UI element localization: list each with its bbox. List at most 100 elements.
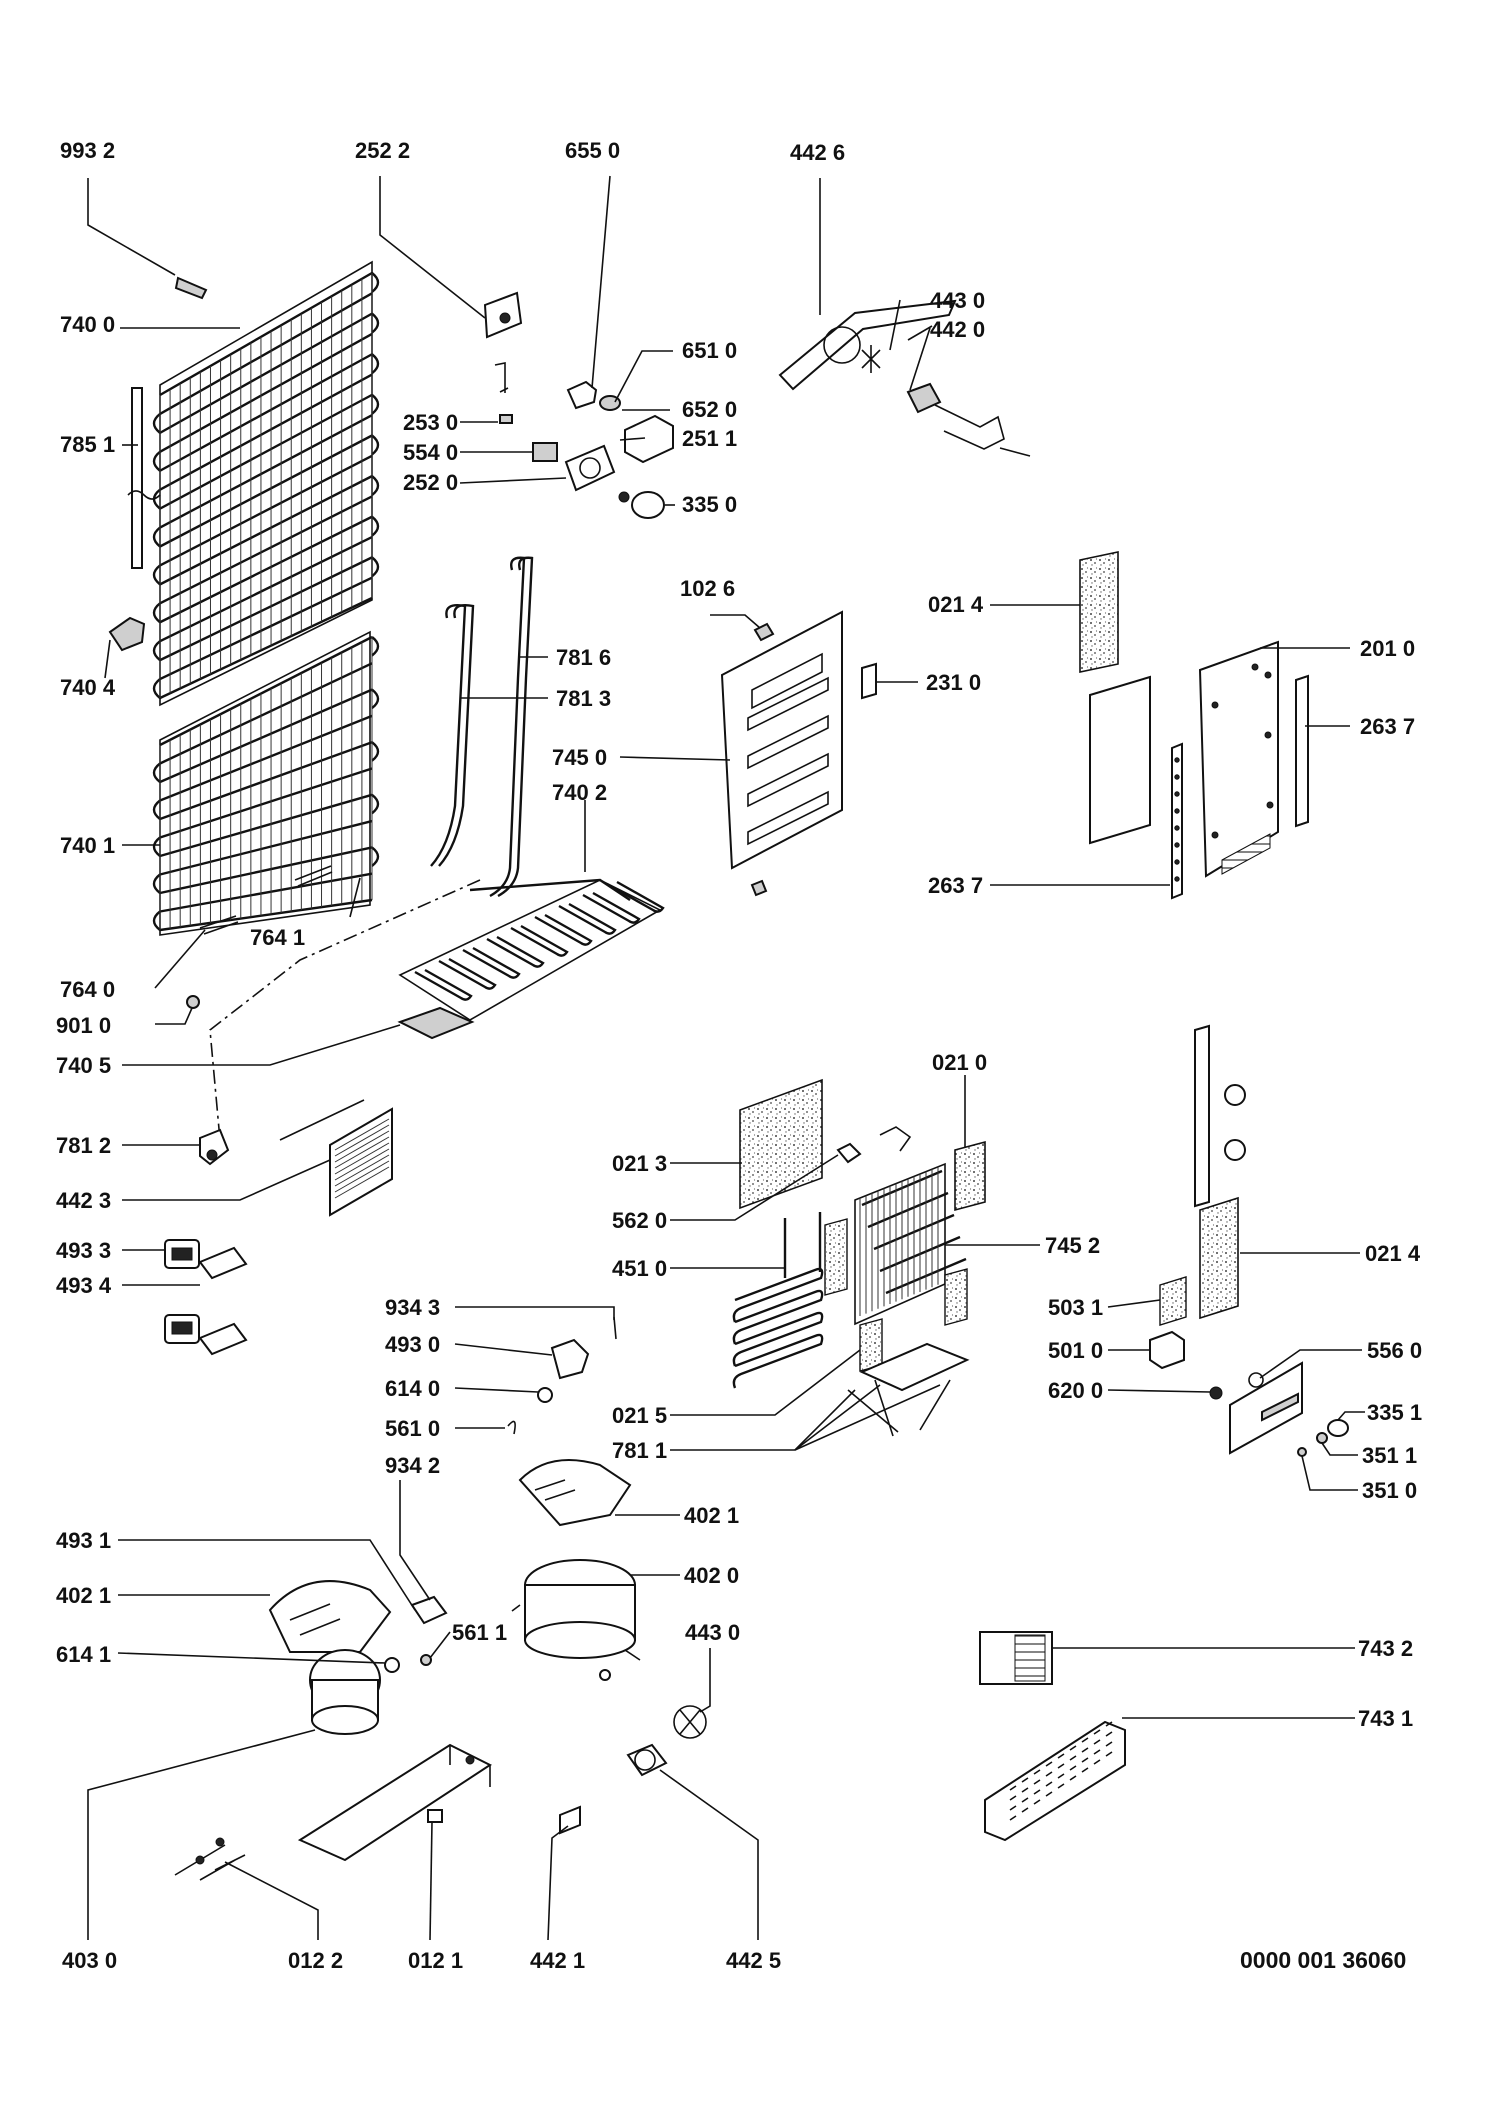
label-740-0: 740 0 bbox=[60, 312, 115, 337]
label-351-1: 351 1 bbox=[1362, 1443, 1417, 1468]
screw-351-1 bbox=[1316, 1432, 1328, 1444]
bracket-252-2 bbox=[483, 291, 523, 339]
label-993-2: 993 2 bbox=[60, 138, 115, 163]
fixings-012-2 bbox=[174, 1837, 246, 1881]
label-556-0: 556 0 bbox=[1367, 1338, 1422, 1363]
clip-561-1 bbox=[420, 1654, 432, 1666]
insulation-503-1 bbox=[1159, 1276, 1187, 1326]
screw-351-0 bbox=[1297, 1447, 1307, 1457]
panel-glass bbox=[1089, 675, 1151, 845]
evaporator-740-2 bbox=[398, 878, 665, 1021]
label-934-3: 934 3 bbox=[385, 1295, 440, 1320]
label-402-0: 402 0 bbox=[684, 1563, 739, 1588]
heater-451-0 bbox=[732, 1212, 824, 1389]
condenser-lower-740-1 bbox=[152, 630, 380, 936]
label-252-2: 252 2 bbox=[355, 138, 410, 163]
part-labels: 993 2 252 2 655 0 442 6 443 0 442 0 740 … bbox=[56, 138, 1422, 1973]
part-561-0 bbox=[507, 1420, 516, 1435]
fan-cover-442-3 bbox=[279, 1099, 393, 1217]
label-493-3: 493 3 bbox=[56, 1238, 111, 1263]
label-493-4: 493 4 bbox=[56, 1273, 112, 1298]
compressor-403-0 bbox=[309, 1649, 381, 1735]
capillary-dashed-line bbox=[209, 879, 481, 1141]
hinge-493-3 bbox=[164, 1239, 200, 1269]
label-102-6: 102 6 bbox=[680, 576, 735, 601]
tube-781-3 bbox=[430, 604, 475, 867]
label-443-0-top: 443 0 bbox=[930, 288, 985, 313]
fan-blade-443-0-top bbox=[861, 345, 881, 373]
label-743-2: 743 2 bbox=[1358, 1636, 1413, 1661]
label-781-2: 781 2 bbox=[56, 1133, 111, 1158]
label-403-0: 403 0 bbox=[62, 1948, 117, 1973]
part-614-0 bbox=[537, 1387, 553, 1403]
part-781-2 bbox=[199, 1128, 230, 1166]
label-402-1-left: 402 1 bbox=[56, 1583, 111, 1608]
rear-panel-201-0 bbox=[1198, 640, 1279, 878]
label-901-0: 901 0 bbox=[56, 1013, 111, 1038]
part-554-0 bbox=[532, 442, 558, 462]
label-442-6: 442 6 bbox=[790, 140, 845, 165]
bracket-764-1 bbox=[294, 865, 333, 887]
bracket-231-0 bbox=[861, 662, 877, 700]
label-561-1: 561 1 bbox=[452, 1620, 507, 1645]
part-934-3 bbox=[613, 1316, 617, 1340]
label-021-4-top: 021 4 bbox=[928, 592, 984, 617]
label-655-0: 655 0 bbox=[565, 138, 620, 163]
label-493-1: 493 1 bbox=[56, 1528, 111, 1553]
label-493-0: 493 0 bbox=[385, 1332, 440, 1357]
rail-263-7-bottom bbox=[1171, 742, 1183, 900]
label-442-3: 442 3 bbox=[56, 1188, 111, 1213]
bracket-442-1 bbox=[559, 1805, 581, 1835]
label-351-0: 351 0 bbox=[1362, 1478, 1417, 1503]
label-012-1: 012 1 bbox=[408, 1948, 463, 1973]
part-651-0-652-0 bbox=[599, 395, 621, 411]
label-231-0: 231 0 bbox=[926, 670, 981, 695]
evaporator-cover-745-0 bbox=[720, 610, 843, 897]
label-021-4-mid: 021 4 bbox=[1365, 1241, 1421, 1266]
label-764-0: 764 0 bbox=[60, 977, 115, 1002]
label-021-5: 021 5 bbox=[612, 1403, 667, 1428]
hinge-493-4 bbox=[198, 1246, 248, 1280]
clip-253-0 bbox=[494, 362, 513, 424]
tube-785-1 bbox=[127, 387, 161, 569]
label-451-0: 451 0 bbox=[612, 1256, 667, 1281]
insulation-021-3 bbox=[739, 1078, 823, 1210]
label-781-6: 781 6 bbox=[556, 645, 611, 670]
relay-493-1 bbox=[410, 1595, 448, 1625]
part-743-1 bbox=[984, 1720, 1126, 1842]
label-012-2: 012 2 bbox=[288, 1948, 343, 1973]
drain-tray-781-1 bbox=[847, 1342, 970, 1437]
label-740-1: 740 1 bbox=[60, 833, 115, 858]
label-745-0: 745 0 bbox=[552, 745, 607, 770]
label-562-0: 562 0 bbox=[612, 1208, 667, 1233]
part-493-0 bbox=[550, 1338, 590, 1380]
label-614-1: 614 1 bbox=[56, 1642, 111, 1667]
compressor-402-0 bbox=[511, 1559, 641, 1681]
base-plate bbox=[297, 1743, 493, 1862]
label-740-4: 740 4 bbox=[60, 675, 116, 700]
leader-lines bbox=[87, 175, 1365, 1941]
label-201-0: 201 0 bbox=[1360, 636, 1415, 661]
insulation-021-0 bbox=[954, 1140, 986, 1212]
label-442-5: 442 5 bbox=[726, 1948, 781, 1973]
insulation-021-4-top bbox=[1079, 551, 1119, 673]
label-021-3: 021 3 bbox=[612, 1151, 667, 1176]
rail-vertical bbox=[1194, 1024, 1246, 1208]
label-764-1: 764 1 bbox=[250, 925, 305, 950]
part-901-0 bbox=[186, 995, 200, 1009]
label-503-1: 503 1 bbox=[1048, 1295, 1103, 1320]
label-335-0: 335 0 bbox=[682, 492, 737, 517]
tube-781-6 bbox=[489, 556, 534, 898]
label-253-0: 253 0 bbox=[403, 410, 458, 435]
control-plate-620-0 bbox=[1209, 1361, 1303, 1455]
label-651-0: 651 0 bbox=[682, 338, 737, 363]
knob-335-1 bbox=[1327, 1419, 1349, 1437]
label-745-2: 745 2 bbox=[1045, 1233, 1100, 1258]
label-263-7-bottom: 263 7 bbox=[928, 873, 983, 898]
clip-012-1 bbox=[427, 1809, 443, 1823]
label-743-1: 743 1 bbox=[1358, 1706, 1413, 1731]
bracket-764-0 bbox=[199, 915, 239, 935]
clip-614-1 bbox=[384, 1657, 400, 1673]
label-402-1-right: 402 1 bbox=[684, 1503, 739, 1528]
